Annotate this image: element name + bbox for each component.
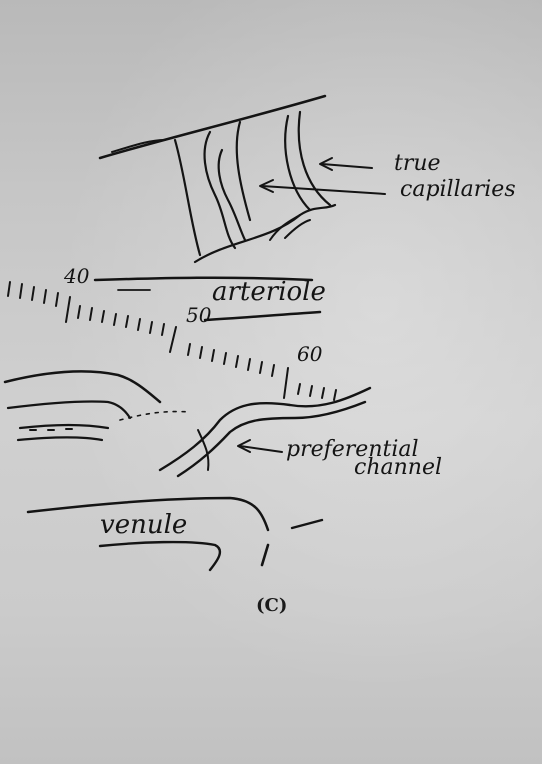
venule-right-stroke: [292, 520, 322, 528]
capillary-loop-1: [175, 140, 200, 255]
preferential-channel-label-line2: channel: [354, 455, 442, 480]
capillary-bed-upper-vessel: [100, 96, 325, 158]
scale-mark-60: 60: [297, 342, 323, 366]
capillary-loop-2b: [219, 150, 245, 240]
capillary-loop-4: [285, 116, 310, 210]
ruler-ticks-middle: [66, 297, 176, 352]
venule-lower-wall: [100, 542, 220, 570]
arrow-upper-shaft: [322, 164, 372, 168]
left-vessel-dots: [30, 429, 72, 430]
left-vessel-second-upper: [20, 425, 108, 428]
true-capillaries-label-line2: capillaries: [400, 177, 516, 202]
true-capillaries-label-line1: true: [394, 151, 441, 176]
capillary-loop-3: [237, 122, 250, 220]
true-capillaries-arrows: [260, 158, 385, 194]
venule-short-stroke: [262, 545, 268, 565]
arrow-lower-shaft: [262, 186, 385, 194]
left-vessel-lower-wall: [8, 401, 130, 418]
capillary-bed-lower-vessel: [195, 205, 335, 262]
scale-mark-40: 40: [63, 264, 90, 288]
left-vessel-second-lower: [18, 437, 102, 440]
ruler-ticks-right: [188, 344, 288, 398]
arteriole-label: arteriole: [212, 277, 326, 307]
figure-caption: (C): [256, 595, 287, 616]
scale-mark-50: 50: [186, 303, 212, 327]
left-vessel-upper-wall: [5, 371, 160, 402]
preferential-channel-arrow: [238, 440, 282, 452]
capillary-loop-2: [205, 132, 235, 248]
ruler-ticks-left: [8, 282, 58, 306]
arteriole-lower-wall: [205, 312, 320, 320]
ruler-ticks-end: [298, 384, 336, 400]
venule-label: venule: [100, 510, 187, 540]
capillary-bed: [100, 96, 335, 262]
capillary-bed-lower-shading: [270, 215, 310, 240]
